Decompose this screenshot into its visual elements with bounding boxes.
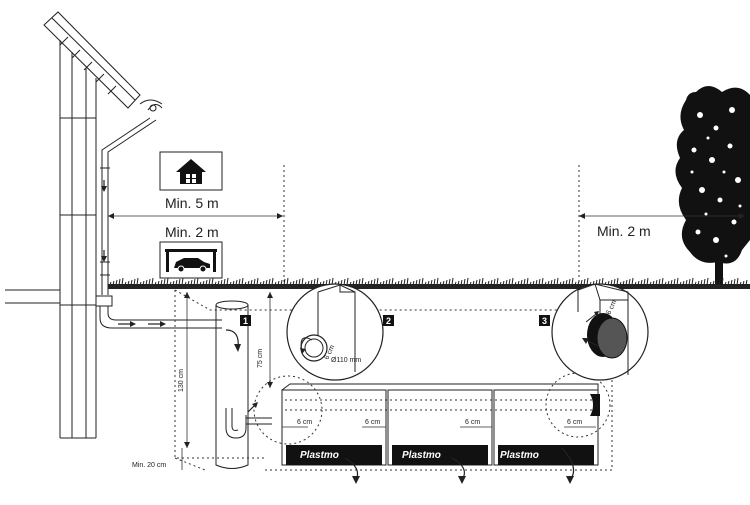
tree-distance-label: Min. 2 m — [597, 223, 651, 239]
house-distance-label: Min. 5 m — [165, 195, 219, 211]
detail-3-magnifier: 6 cm — [551, 283, 649, 381]
ground-grass — [108, 277, 750, 289]
parking-distance-label: Min. 2 m — [165, 224, 219, 240]
house-icon — [176, 159, 206, 184]
filter-well — [215, 300, 272, 469]
pipe-diameter-label: Ø110 mm — [331, 357, 361, 364]
gap-label-4: 6 cm — [567, 419, 582, 426]
gap-label-3: 6 cm — [465, 419, 480, 426]
detail-circle-left — [253, 375, 323, 445]
callout-3-label: 3 — [542, 316, 547, 326]
brand-block-2: Plastmo — [402, 450, 441, 461]
callout-2: 2 — [383, 315, 394, 326]
tree-distance-group: Min. 2 m — [579, 213, 745, 239]
base-depth-label: Min. 20 cm — [132, 462, 166, 469]
base-depth-dimension: Min. 20 cm — [132, 448, 183, 470]
downpipe — [95, 99, 222, 329]
soakaway-block-2: Plastmo — [387, 389, 493, 466]
total-depth-dimension: 130 cm — [178, 292, 190, 448]
carport-car-icon — [165, 249, 217, 273]
cover-depth-dimension: 75 cm — [257, 292, 273, 388]
brand-block-3: Plastmo — [500, 450, 539, 461]
gap-label-1: 6 cm — [297, 419, 312, 426]
callout-3: 3 — [539, 315, 550, 326]
callout-1-label: 1 — [243, 316, 248, 326]
house-wall — [5, 11, 141, 439]
tree-icon — [675, 86, 750, 286]
soakaway-blocks: Plastmo Plastmo Plastmo 6 cm 6 cm 6 cm 6… — [281, 383, 600, 484]
callout-2-label: 2 — [386, 316, 391, 326]
house-distance-group: Min. 5 m — [108, 151, 283, 219]
drainage-arrows — [344, 447, 575, 484]
soakaway-block-1: Plastmo — [281, 389, 387, 466]
detail-2-magnifier: Ø110 mm 6 cm — [286, 283, 384, 381]
parking-distance-group: Min. 2 m — [159, 224, 223, 279]
cover-depth-label: 75 cm — [257, 349, 264, 368]
soakaway-block-3: Plastmo — [493, 389, 599, 466]
total-depth-label: 130 cm — [178, 369, 185, 392]
callout-1: 1 — [240, 315, 251, 326]
gap-label-2: 6 cm — [365, 419, 380, 426]
brand-block-1: Plastmo — [300, 450, 339, 461]
